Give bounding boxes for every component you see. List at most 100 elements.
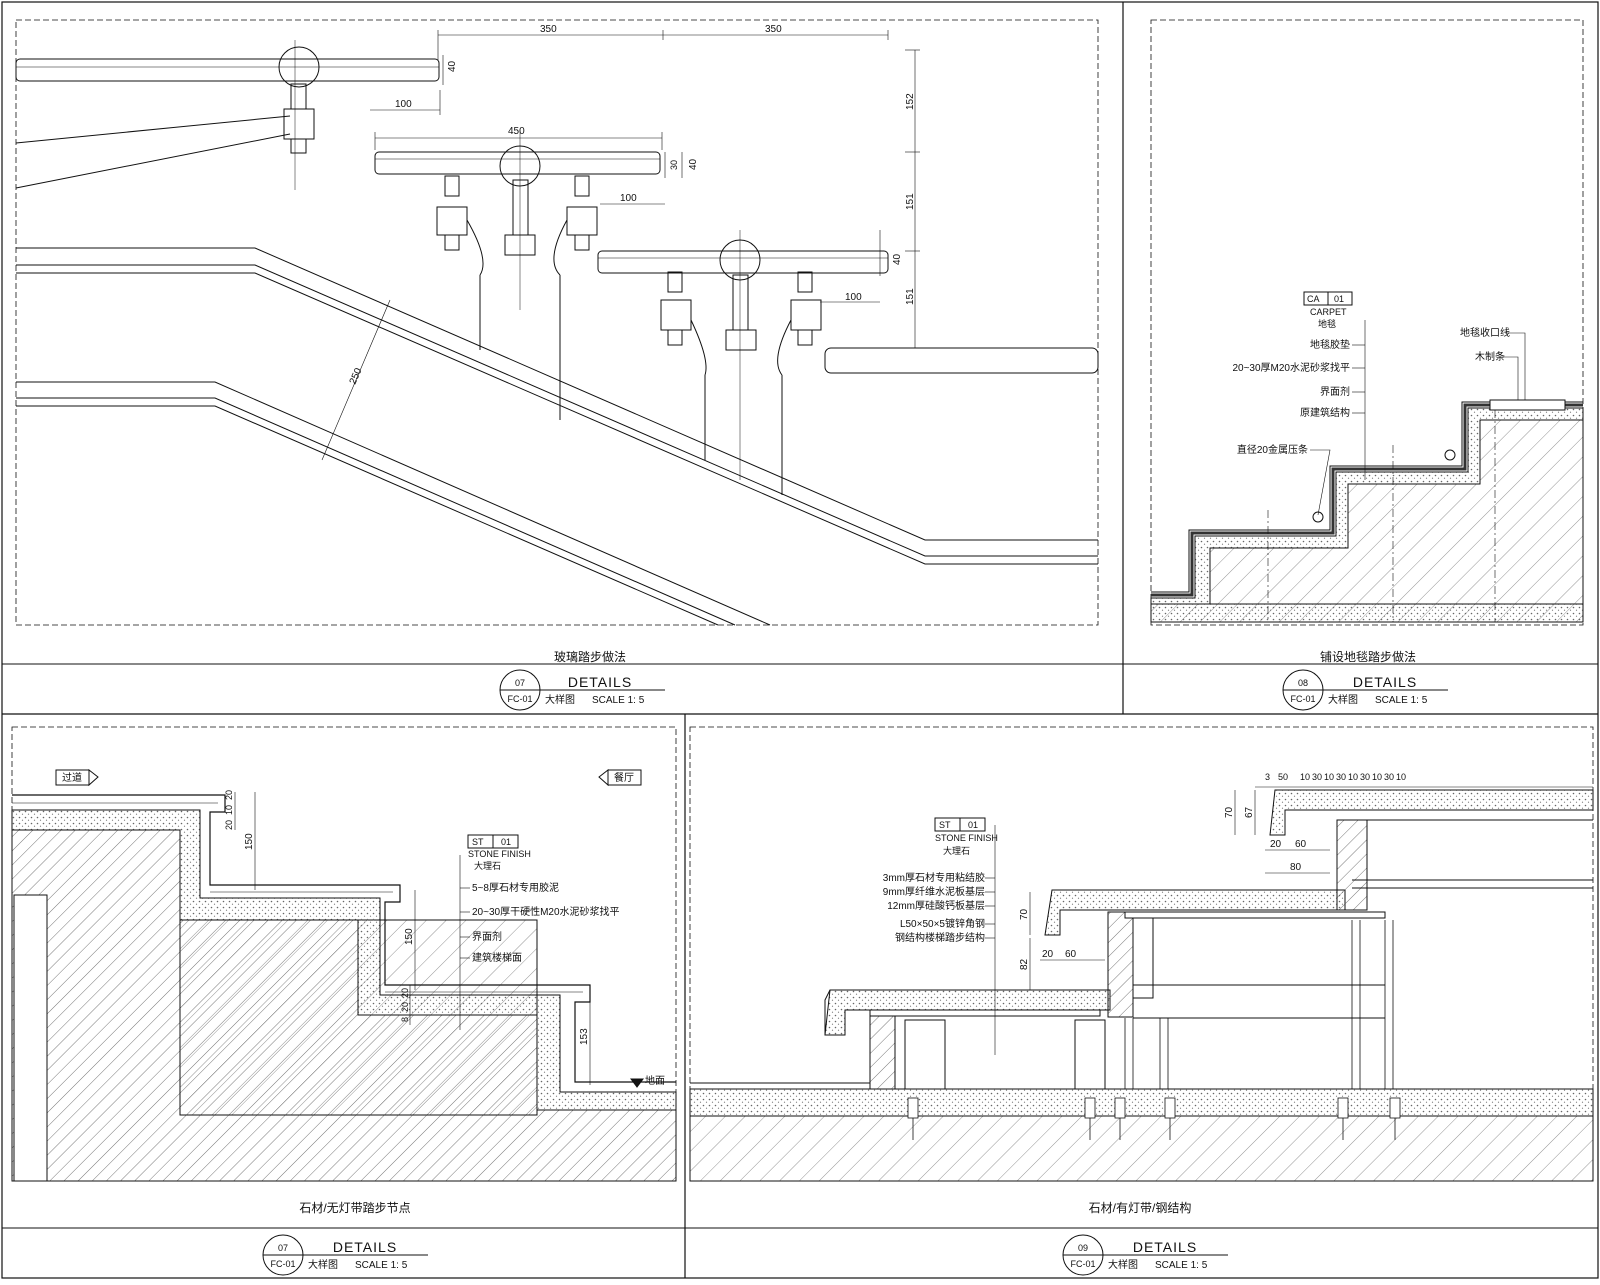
dim-text: 8	[400, 1017, 410, 1022]
dim-text: 40	[447, 60, 458, 72]
note-text: 建筑楼梯面	[472, 951, 522, 964]
dim-text: 10	[224, 805, 234, 815]
panel-carpet-step	[1150, 291, 1584, 623]
material-label: 大样图	[308, 1258, 338, 1271]
dim-text: 70	[1019, 908, 1030, 920]
dim-text: 70	[1224, 806, 1235, 818]
material-cn: 地毯	[1318, 318, 1336, 329]
dim-text: 100	[395, 99, 412, 110]
detail-number: 07	[278, 1243, 288, 1253]
panel-carpet-labels: CA 01 CARPET 地毯 地毯胶垫 20~30厚M20水泥砂浆找平 界面剂…	[1232, 294, 1510, 456]
material-index: 01	[501, 837, 511, 847]
note-text: 地毯收口线	[1460, 326, 1510, 339]
panel-steel-labels: ST 01 STONE FINISH 大理石 3mm厚石材专用粘结胶 9mm厚纤…	[883, 772, 1406, 970]
material-name: STONE FINISH	[935, 833, 998, 843]
title-block-09: 09 FC-01 DETAILS 大样图 SCALE 1: 5	[1062, 1234, 1228, 1276]
detail-number: 09	[1078, 1243, 1088, 1253]
material-name: STONE FINISH	[468, 849, 531, 859]
tag-left: 过道	[62, 771, 82, 784]
note-text: 12mm厚硅酸钙板基层	[887, 899, 985, 912]
dim-text: 30	[1384, 772, 1394, 782]
dim-text: 10	[1324, 772, 1334, 782]
captions: 玻璃踏步做法 铺设地毯踏步做法 石材/无灯带踏步节点 石材/有灯带/钢结构	[299, 649, 1416, 1215]
material-code: CA	[1307, 294, 1320, 304]
material-code: ST	[939, 820, 951, 830]
dim-text: 10	[1396, 772, 1406, 782]
dim-text: 350	[765, 24, 782, 35]
details-label: DETAILS	[1353, 674, 1417, 690]
material-cn: 大理石	[943, 845, 970, 856]
floor-label: 地面	[645, 1074, 665, 1087]
caption-steel-step: 石材/有灯带/钢结构	[1089, 1200, 1192, 1215]
dim-text: 3	[1265, 772, 1270, 782]
note-text: 直径20金属压条	[1237, 443, 1308, 456]
note-text: 5~8厚石材专用胶泥	[472, 881, 559, 894]
note-text: 钢结构楼梯踏步结构	[895, 931, 985, 944]
dim-text: 150	[244, 833, 255, 850]
dim-text: 350	[540, 24, 557, 35]
dim-text: 152	[905, 93, 916, 110]
note-text: L50×50×5镀锌角钢	[900, 917, 985, 930]
panel-glass-step	[15, 30, 1099, 626]
panel-glass-dimensions: 350 350 40 100 450 30 40 100 152 151 40 …	[348, 24, 916, 386]
dim-text: 82	[1019, 958, 1030, 970]
dim-text: 20	[1042, 949, 1054, 960]
title-block-08: 08 FC-01 DETAILS 大样图 SCALE 1: 5	[1282, 669, 1448, 711]
caption-carpet-step: 铺设地毯踏步做法	[1320, 649, 1416, 664]
material-label: 大样图	[1328, 693, 1358, 706]
sheet-number: FC-01	[1290, 694, 1315, 704]
note-text: 原建筑结构	[1300, 406, 1350, 419]
dim-text: 60	[1295, 839, 1307, 850]
material-cn: 大理石	[474, 860, 501, 871]
panel-stone-labels: 过道 餐厅 地面 ST 01 STONE FINISH 大理石 5~8厚石材专用…	[62, 771, 665, 1087]
note-text: 20~30厚干硬性M20水泥砂浆找平	[472, 905, 620, 918]
dim-text: 20	[1270, 839, 1282, 850]
note-text: 木制条	[1475, 350, 1505, 363]
details-label: DETAILS	[1133, 1239, 1197, 1255]
dim-text: 100	[845, 292, 862, 303]
dim-text: 153	[579, 1028, 590, 1045]
panel-steel-step	[689, 786, 1594, 1182]
note-text: 9mm厚纤维水泥板基层	[883, 885, 985, 898]
material-code: ST	[472, 837, 484, 847]
note-text: 20~30厚M20水泥砂浆找平	[1232, 361, 1350, 374]
material-index: 01	[968, 820, 978, 830]
sheet-number: FC-01	[270, 1259, 295, 1269]
scale-label: SCALE 1: 5	[355, 1260, 408, 1271]
sheet-number: FC-01	[507, 694, 532, 704]
dim-text: 30	[669, 160, 679, 170]
dim-text: 30	[1360, 772, 1370, 782]
panel-stone-step	[11, 768, 677, 1182]
sheet-number: FC-01	[1070, 1259, 1095, 1269]
dim-text: 20	[224, 820, 234, 830]
dim-text: 30	[1312, 772, 1322, 782]
note-text: 地毯胶垫	[1310, 338, 1350, 351]
caption-stone-step: 石材/无灯带踏步节点	[299, 1201, 410, 1215]
dim-text: 151	[905, 288, 916, 305]
material-name: CARPET	[1310, 307, 1347, 317]
dim-text: 150	[404, 928, 415, 945]
tag-right: 餐厅	[614, 771, 634, 784]
scale-label: SCALE 1: 5	[1375, 695, 1428, 706]
dim-text: 250	[348, 366, 365, 386]
note-text: 3mm厚石材专用粘结胶	[883, 871, 985, 884]
dim-text: 60	[1065, 949, 1077, 960]
note-text: 界面剂	[1320, 385, 1350, 398]
dim-text: 20	[400, 1002, 410, 1012]
caption-glass-step: 玻璃踏步做法	[554, 649, 626, 664]
dim-text: 40	[688, 158, 699, 170]
dim-text: 40	[892, 253, 903, 265]
title-block-07b: 07 FC-01 DETAILS 大样图 SCALE 1: 5	[262, 1234, 428, 1276]
scale-label: SCALE 1: 5	[592, 695, 645, 706]
title-block-07a: 07 FC-01 DETAILS 大样图 SCALE 1: 5	[499, 669, 665, 711]
dim-text: 10	[1372, 772, 1382, 782]
dim-text: 20	[400, 988, 410, 998]
material-label: 大样图	[545, 693, 575, 706]
dim-text: 151	[905, 193, 916, 210]
dim-text: 10	[1300, 772, 1310, 782]
details-label: DETAILS	[568, 674, 632, 690]
dim-text: 100	[620, 193, 637, 204]
